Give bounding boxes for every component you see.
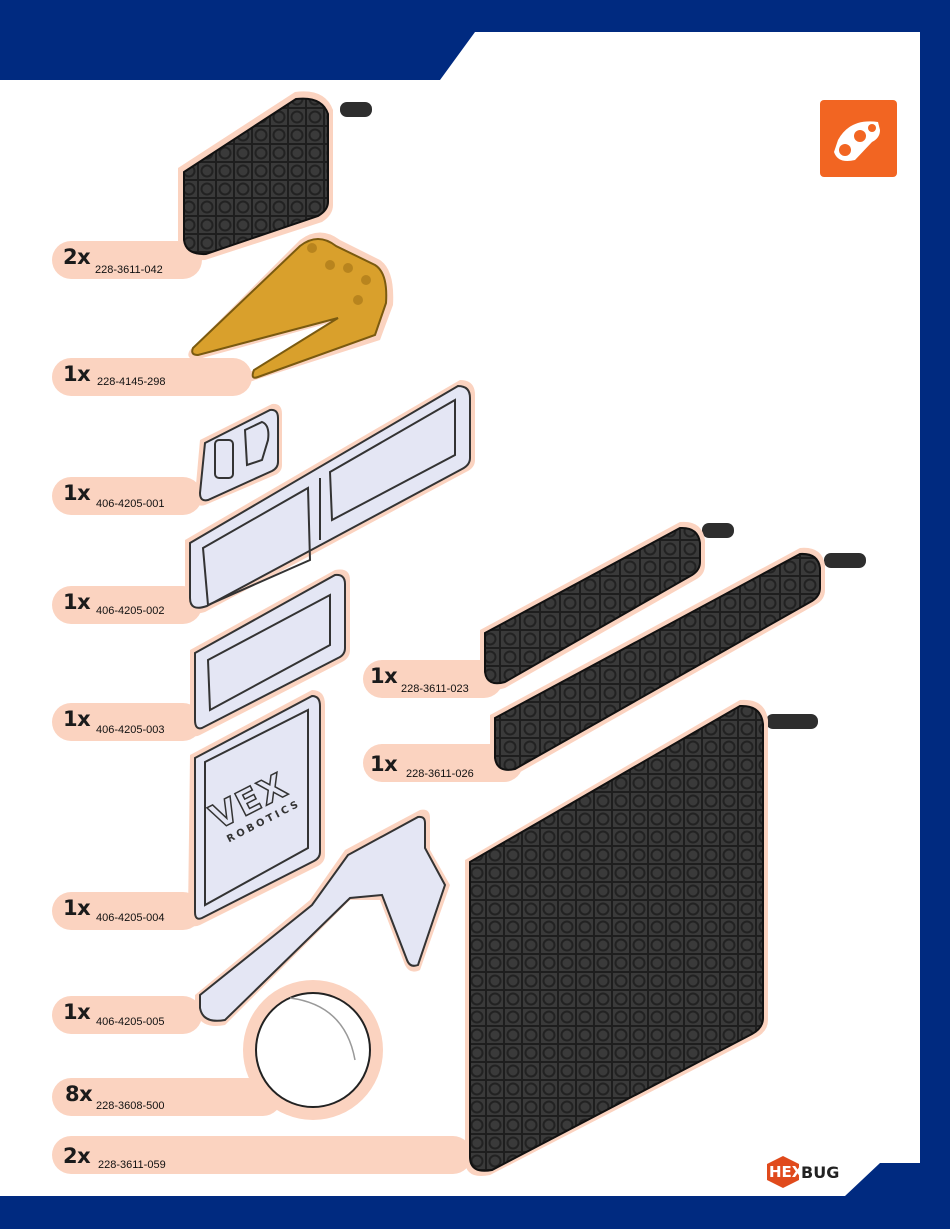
part-qty-7: 1x [63, 1000, 90, 1024]
part-number-2: 228-4145-298 [97, 376, 166, 388]
hexbug-bug-text: BUG [801, 1163, 839, 1182]
part-qty-1: 2x [63, 245, 90, 269]
hexbug-logo: HEX BUG [765, 1154, 845, 1190]
hexbug-hex-text: HEX [769, 1163, 804, 1181]
part-qty-3: 1x [63, 481, 90, 505]
ball [243, 980, 383, 1120]
tag-4 [766, 714, 818, 729]
part-qty-11: 1x [370, 752, 397, 776]
part-qty-9: 2x [63, 1144, 90, 1168]
part-number-11: 228-3611-026 [406, 768, 474, 780]
chain-link-icon [820, 100, 897, 177]
part-number-3: 406-4205-001 [96, 498, 165, 510]
part-number-7: 406-4205-005 [96, 1016, 165, 1028]
part-qty-4: 1x [63, 590, 90, 614]
part-qty-2: 1x [63, 362, 90, 386]
part-number-6: 406-4205-004 [96, 912, 165, 924]
part-number-10: 228-3611-023 [401, 683, 469, 695]
part-number-5: 406-4205-003 [96, 724, 165, 736]
part-qty-6: 1x [63, 896, 90, 920]
part-number-1: 228-3611-042 [95, 264, 163, 276]
part-number-8: 228-3608-500 [96, 1100, 165, 1112]
part-number-4: 406-4205-002 [96, 605, 165, 617]
tag-2 [702, 523, 734, 538]
part-qty-10: 1x [370, 664, 397, 688]
panel-small [195, 404, 282, 506]
part-qty-8: 8x [65, 1082, 92, 1106]
tag-1 [340, 102, 372, 117]
part-number-9: 228-3611-059 [98, 1159, 166, 1171]
part-qty-5: 1x [63, 707, 90, 731]
tag-3 [824, 553, 866, 568]
